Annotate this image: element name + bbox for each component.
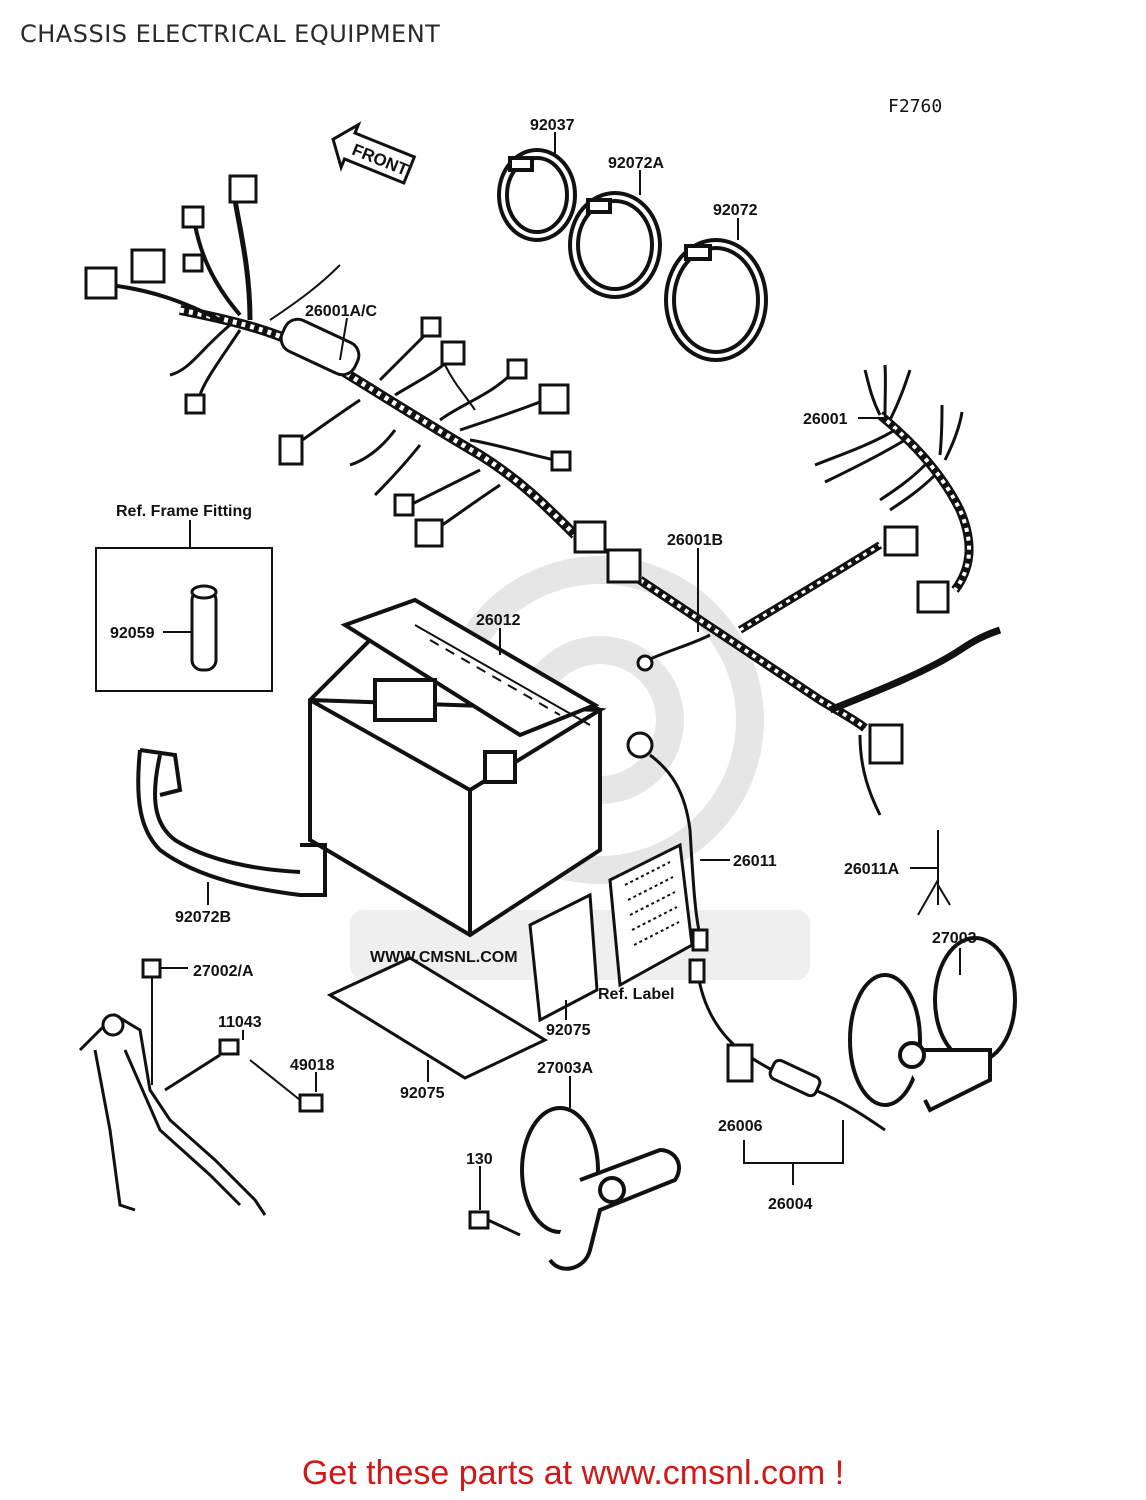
callout-92075-upper: 92075	[546, 1022, 591, 1039]
callout-92072b: 92072B	[175, 909, 231, 926]
callout-92059: 92059	[110, 625, 155, 642]
strap-92072b	[136, 748, 327, 897]
small-parts	[141, 958, 324, 1113]
clamp-92072	[664, 238, 768, 362]
harness-connectors	[84, 174, 607, 554]
clamp-92072a	[568, 191, 662, 299]
sheet-92075-upper	[528, 892, 599, 1023]
callout-92072a: 92072A	[608, 155, 664, 172]
callout-ref-frame: Ref. Frame Fitting	[116, 503, 252, 520]
callout-26004: 26004	[768, 1196, 813, 1213]
callout-26001ac: 26001A/C	[305, 303, 377, 320]
clamp-92037	[497, 148, 577, 242]
horn-27003	[848, 936, 1017, 1113]
callout-11043: 11043	[218, 1014, 262, 1031]
callout-26011: 26011	[733, 853, 777, 870]
callout-92075-lower: 92075	[400, 1085, 445, 1102]
callout-27003: 27003	[932, 930, 977, 947]
wire-26011a	[917, 830, 951, 916]
battery-26012	[308, 597, 607, 938]
lead-26011	[626, 731, 709, 952]
callout-26011a: 26011A	[844, 861, 900, 878]
callout-49018: 49018	[290, 1057, 335, 1074]
ref-frame-box	[95, 520, 273, 692]
front-arrow-icon: FRONT	[331, 121, 417, 185]
callout-92037: 92037	[530, 117, 575, 134]
harness-26001	[814, 364, 974, 614]
callout-27002a: 27002/A	[193, 963, 254, 980]
callout-26001: 26001	[803, 411, 848, 428]
figure-code: F2760	[888, 96, 942, 117]
bolt-130	[468, 1210, 521, 1237]
footer-link[interactable]: Get these parts at www.cmsnl.com !	[301, 1454, 845, 1492]
callout-ref-label: Ref. Label	[598, 986, 674, 1003]
main-harness-26001ac	[109, 199, 579, 539]
sheet-92075-lower	[326, 956, 549, 1080]
lead-26004	[688, 958, 886, 1185]
leader-lines	[207, 132, 961, 1210]
callout-26006: 26006	[718, 1118, 763, 1135]
watermark-text: WWW.CMSNL.COM	[370, 949, 518, 966]
harness-26001b	[606, 525, 1002, 816]
callout-130: 130	[466, 1151, 493, 1168]
horn-27003a	[520, 1106, 681, 1271]
frame-ref	[78, 1013, 267, 1216]
callout-27003a: 27003A	[537, 1060, 593, 1077]
callout-26001b: 26001B	[667, 532, 723, 549]
page-title: CHASSIS ELECTRICAL EQUIPMENT	[20, 20, 441, 48]
callout-26012: 26012	[476, 612, 521, 629]
ref-label-plate	[608, 842, 694, 988]
callout-92072: 92072	[713, 202, 758, 219]
